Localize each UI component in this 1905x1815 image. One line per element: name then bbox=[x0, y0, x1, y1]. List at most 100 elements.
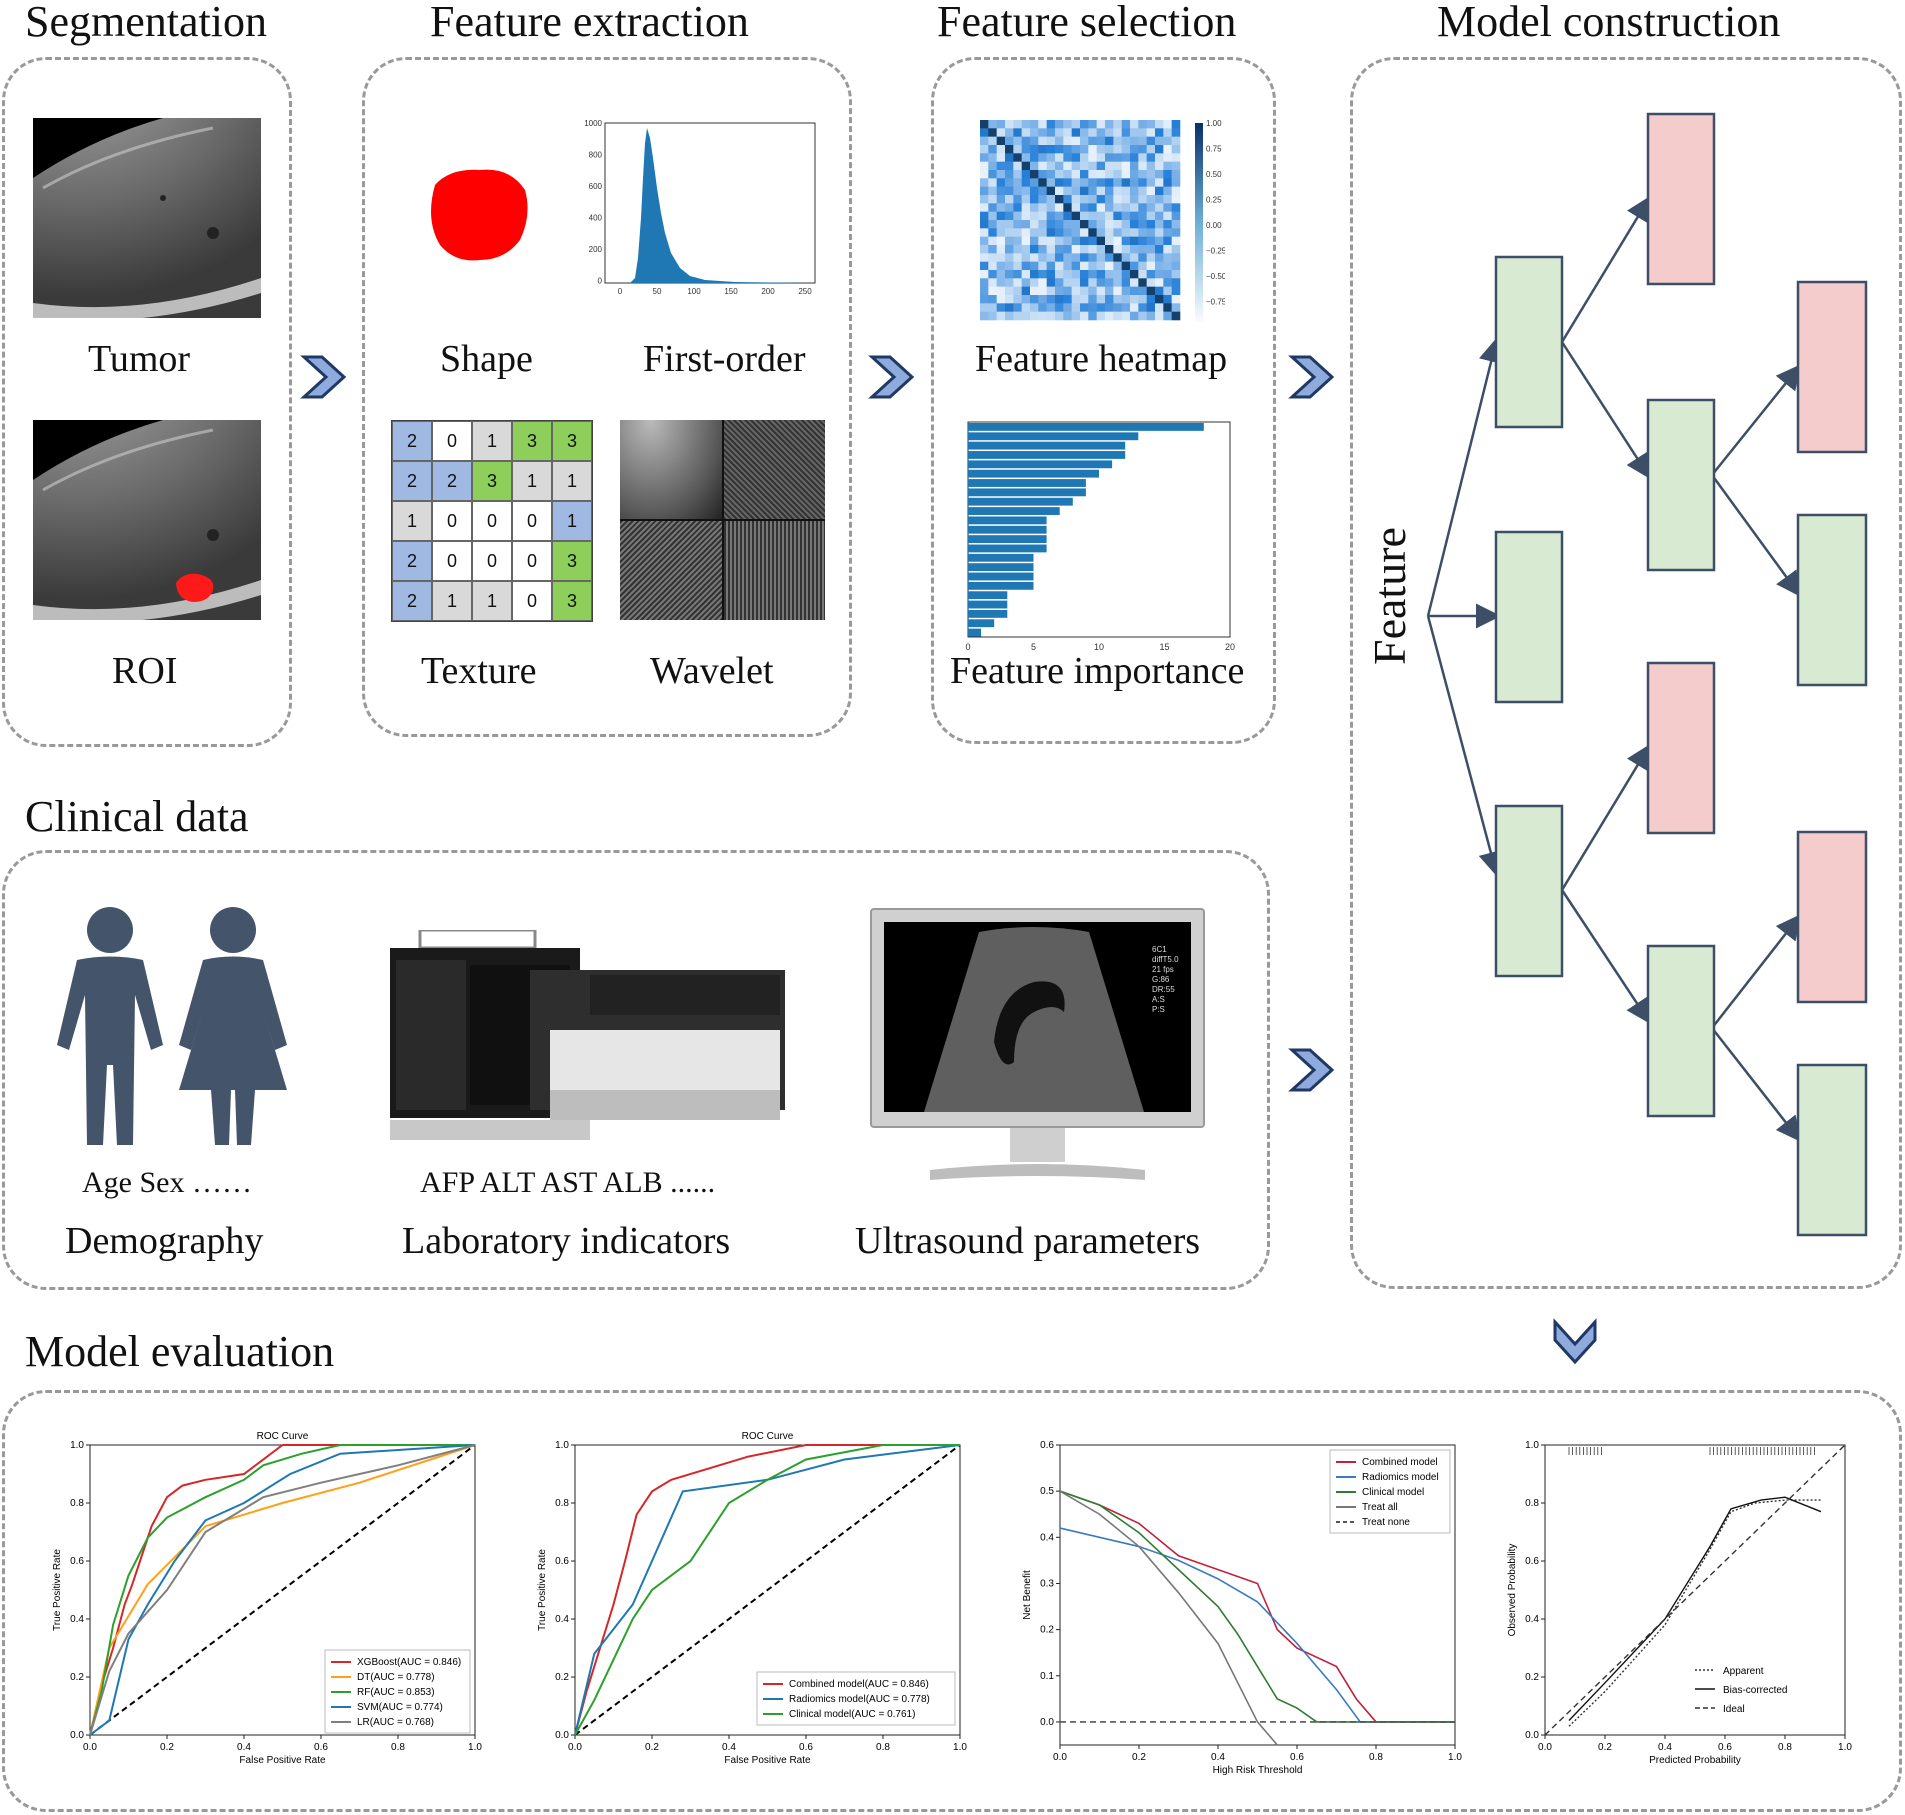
tree-leaf bbox=[1646, 112, 1716, 286]
monitor-param: 6C1 bbox=[1152, 945, 1167, 954]
y-tick-label: 0.1 bbox=[1040, 1671, 1054, 1682]
monitor-param: G:86 bbox=[1152, 975, 1170, 984]
importance-label: Feature importance bbox=[950, 650, 1245, 692]
x-axis-label: False Positive Rate bbox=[724, 1755, 811, 1766]
ultrasound-tumor-image bbox=[33, 118, 261, 318]
roc-series-line bbox=[574, 1444, 961, 1736]
ultrasound-label: Ultrasound parameters bbox=[855, 1220, 1201, 1262]
chevron-down-icon bbox=[1553, 1318, 1597, 1365]
tree-node bbox=[1494, 530, 1564, 704]
x-tick-label: 0.6 bbox=[799, 1742, 813, 1753]
texture-cell: 0 bbox=[432, 421, 472, 461]
histogram-xtick: 250 bbox=[798, 287, 812, 296]
x-tick-label: 0.4 bbox=[722, 1742, 736, 1753]
histogram-xtick: 50 bbox=[653, 287, 662, 296]
legend-label: Apparent bbox=[1723, 1666, 1764, 1677]
texture-cell: 0 bbox=[472, 501, 512, 541]
dca-series-line bbox=[1059, 1490, 1278, 1746]
feature-heatmap: 1.000.750.500.250.00−0.25−0.50−0.75 bbox=[980, 120, 1225, 321]
demography-vars: Age Sex …… bbox=[82, 1166, 252, 1199]
texture-cell: 3 bbox=[472, 461, 512, 501]
y-axis-label: True Positive Rate bbox=[537, 1549, 548, 1631]
dca-series-line bbox=[1059, 1527, 1455, 1723]
texture-cell: 0 bbox=[472, 541, 512, 581]
model-construction-panel bbox=[1350, 57, 1902, 1289]
importance-bar bbox=[968, 619, 995, 628]
first-order-label: First-order bbox=[643, 338, 806, 380]
texture-cell: 1 bbox=[552, 461, 592, 501]
legend-label: RF(AUC = 0.853) bbox=[357, 1687, 435, 1698]
histogram-ytick: 200 bbox=[589, 245, 603, 254]
x-axis-label: High Risk Threshold bbox=[1213, 1765, 1303, 1776]
texture-cell: 3 bbox=[512, 421, 552, 461]
x-tick-label: 0.6 bbox=[1290, 1752, 1304, 1763]
y-tick-label: 0.0 bbox=[555, 1730, 569, 1741]
y-tick-label: 0.4 bbox=[1040, 1532, 1054, 1543]
importance-bar bbox=[968, 488, 1086, 497]
importance-xtick: 5 bbox=[1031, 642, 1036, 652]
texture-cell: 2 bbox=[392, 461, 432, 501]
clinical-data-panel bbox=[2, 850, 1270, 1290]
title-segmentation: Segmentation bbox=[25, 0, 267, 46]
x-tick-label: 0.8 bbox=[391, 1742, 405, 1753]
x-tick-label: 1.0 bbox=[953, 1742, 967, 1753]
texture-cell: 1 bbox=[512, 461, 552, 501]
importance-bar bbox=[968, 516, 1047, 525]
y-tick-label: 0.4 bbox=[555, 1614, 569, 1625]
monitor-stand bbox=[930, 1128, 1145, 1180]
feature-extraction-panel bbox=[362, 57, 852, 737]
tree-leaf bbox=[1646, 661, 1716, 835]
y-tick-label: 0.0 bbox=[1040, 1717, 1054, 1728]
y-tick-label: 0.2 bbox=[1525, 1672, 1539, 1683]
calibration-series-line bbox=[1568, 1496, 1822, 1721]
chevron-right-icon bbox=[1288, 355, 1335, 399]
chevron-right-icon bbox=[1288, 1048, 1335, 1092]
y-tick-label: 0.2 bbox=[555, 1672, 569, 1683]
y-tick-label: 0.6 bbox=[1525, 1556, 1539, 1567]
x-tick-label: 0.0 bbox=[83, 1742, 97, 1753]
importance-bar bbox=[968, 600, 1008, 609]
x-tick-label: 0.2 bbox=[160, 1742, 174, 1753]
x-tick-label: 0.4 bbox=[237, 1742, 251, 1753]
y-tick-label: 0.4 bbox=[1525, 1614, 1539, 1625]
legend-label: Radiomics model bbox=[1362, 1472, 1439, 1483]
chevron-right-icon bbox=[868, 355, 915, 399]
lab-vars: AFP ALT AST ALB ...... bbox=[420, 1166, 716, 1199]
texture-cell: 1 bbox=[472, 581, 512, 621]
legend-label: LR(AUC = 0.768) bbox=[357, 1717, 434, 1728]
histogram-ytick: 800 bbox=[589, 151, 603, 160]
segmentation-panel bbox=[2, 57, 292, 747]
texture-cell: 0 bbox=[512, 501, 552, 541]
importance-bar bbox=[968, 553, 1034, 562]
importance-bar bbox=[968, 479, 1086, 487]
model-evaluation-panel bbox=[2, 1390, 1902, 1812]
dca-series-line bbox=[1059, 1490, 1455, 1723]
tree-leaf bbox=[1796, 280, 1868, 454]
roc-series-line bbox=[89, 1444, 475, 1736]
colorbar-tick: 0.00 bbox=[1206, 221, 1222, 230]
roc-series-line bbox=[89, 1444, 476, 1736]
x-tick-label: 0.2 bbox=[645, 1742, 659, 1753]
x-tick-label: 0.0 bbox=[1053, 1752, 1067, 1763]
y-tick-label: 1.0 bbox=[1525, 1440, 1539, 1451]
legend-label: Radiomics model(AUC = 0.778) bbox=[789, 1694, 930, 1705]
lab-label: Laboratory indicators bbox=[402, 1220, 731, 1262]
x-tick-label: 0.8 bbox=[1369, 1752, 1383, 1763]
roi-label: ROI bbox=[112, 650, 178, 692]
legend-label: Ideal bbox=[1723, 1704, 1745, 1715]
wavelet-label: Wavelet bbox=[650, 650, 774, 692]
title-model-construction: Model construction bbox=[1437, 0, 1781, 46]
importance-xtick: 15 bbox=[1159, 642, 1169, 652]
histogram-ytick: 400 bbox=[589, 214, 603, 223]
heatmap-label: Feature heatmap bbox=[975, 338, 1228, 380]
importance-bar bbox=[968, 469, 1099, 478]
chart-title: ROC Curve bbox=[257, 1431, 309, 1442]
x-tick-label: 0.6 bbox=[1718, 1742, 1732, 1753]
chance-line bbox=[89, 1444, 476, 1736]
texture-cell: 0 bbox=[512, 541, 552, 581]
texture-cell: 3 bbox=[552, 421, 592, 461]
monitor-param: A:S bbox=[1152, 995, 1165, 1004]
histogram-xtick: 200 bbox=[761, 287, 775, 296]
